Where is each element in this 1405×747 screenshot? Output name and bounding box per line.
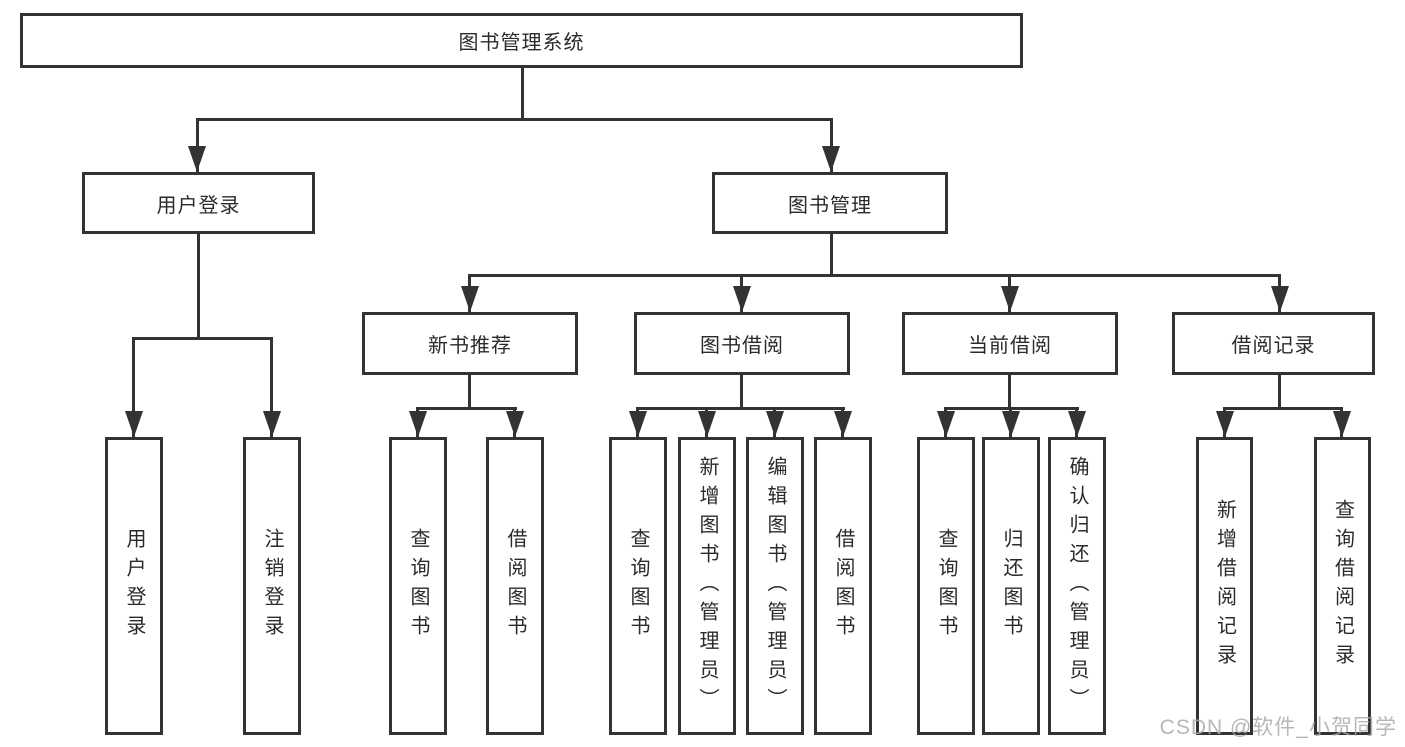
connector-book-borrow-stem (740, 375, 743, 407)
connector-borrow-record-rail (1223, 407, 1342, 410)
connector-user-login-rail (132, 337, 273, 340)
leaf-newrec-borrow-books-label: 借阅图书 (504, 528, 526, 644)
connector-drop-leaf (132, 337, 135, 437)
node-book-borrow: 图书借阅 (634, 312, 850, 375)
node-current-borrow: 当前借阅 (902, 312, 1118, 375)
connector-new-book-rec-rail (416, 407, 517, 410)
connector-new-book-rec-stem (468, 375, 471, 407)
node-book-borrow-label: 图书借阅 (700, 335, 784, 357)
connector-user-login-stem (197, 234, 200, 337)
node-borrow-record-label: 借阅记录 (1231, 335, 1316, 357)
leaf-current-return-books-label: 归还图书 (1000, 528, 1022, 644)
arrow-down-icon (263, 411, 281, 437)
node-borrow-record: 借阅记录 (1172, 312, 1375, 375)
arrow-down-icon (1002, 411, 1020, 437)
arrow-down-icon (506, 411, 524, 437)
arrow-down-icon (1333, 411, 1351, 437)
arrow-down-icon (409, 411, 427, 437)
leaf-current-query-books: 查询图书 (917, 437, 975, 735)
arrow-down-icon (1271, 286, 1289, 312)
connector-root-stem (521, 68, 524, 118)
node-new-book-rec: 新书推荐 (362, 312, 578, 375)
leaf-newrec-borrow-books: 借阅图书 (486, 437, 544, 735)
leaf-record-query-record: 查询借阅记录 (1314, 437, 1371, 735)
node-book-mgmt: 图书管理 (712, 172, 948, 234)
arrow-down-icon (822, 146, 840, 172)
node-book-mgmt-label: 图书管理 (788, 194, 872, 217)
arrow-down-icon (188, 146, 206, 172)
connector-drop-user-login (196, 118, 199, 172)
leaf-record-query-record-label: 查询借阅记录 (1331, 499, 1354, 673)
connector-drop-book-mgmt (830, 118, 833, 172)
leaf-borrow-query-books-label: 查询图书 (627, 528, 649, 644)
leaf-user-login: 用户登录 (105, 437, 163, 735)
leaf-record-add-record: 新增借阅记录 (1196, 437, 1253, 735)
leaf-borrow-query-books: 查询图书 (609, 437, 667, 735)
arrow-down-icon (1216, 411, 1234, 437)
node-user-login-label: 用户登录 (156, 194, 241, 217)
arrow-down-icon (733, 286, 751, 312)
connector-current-borrow-stem (1008, 375, 1011, 407)
leaf-current-return-books: 归还图书 (982, 437, 1040, 735)
leaf-record-add-record-label: 新增借阅记录 (1213, 499, 1236, 673)
leaf-logout-label: 注销登录 (261, 528, 283, 644)
connector-book-mgmt-stem (830, 234, 833, 274)
connector-drop-leaf (270, 337, 273, 437)
leaf-borrow-add-books-admin-label: 新增图书（管理员） (696, 455, 718, 717)
connector-book-borrow-rail (636, 407, 845, 410)
leaf-borrow-borrow-books-label: 借阅图书 (832, 528, 854, 644)
node-root-label: 图书管理系统 (458, 32, 585, 54)
arrow-down-icon (629, 411, 647, 437)
arrow-down-icon (125, 411, 143, 437)
node-root: 图书管理系统 (20, 13, 1023, 68)
connector-level3-rail (468, 274, 1281, 277)
leaf-borrow-edit-books-admin-label: 编辑图书（管理员） (764, 455, 786, 717)
leaf-current-query-books-label: 查询图书 (935, 528, 957, 644)
arrow-down-icon (1068, 411, 1086, 437)
connector-borrow-record-stem (1278, 375, 1281, 407)
arrow-down-icon (834, 411, 852, 437)
arrow-down-icon (1001, 286, 1019, 312)
leaf-current-confirm-return-admin-label: 确认归还（管理员） (1066, 455, 1088, 717)
leaf-borrow-edit-books-admin: 编辑图书（管理员） (746, 437, 804, 735)
leaf-newrec-query-books-label: 查询图书 (407, 528, 429, 644)
arrow-down-icon (766, 411, 784, 437)
leaf-borrow-add-books-admin: 新增图书（管理员） (678, 437, 736, 735)
node-current-borrow-label: 当前借阅 (968, 335, 1052, 357)
arrow-down-icon (461, 286, 479, 312)
arrow-down-icon (937, 411, 955, 437)
leaf-newrec-query-books: 查询图书 (389, 437, 447, 735)
leaf-user-login-label: 用户登录 (123, 528, 145, 644)
csdn-watermark: CSDN @软件_小贺同学 (1159, 716, 1397, 739)
leaf-borrow-borrow-books: 借阅图书 (814, 437, 872, 735)
node-user-login: 用户登录 (82, 172, 315, 234)
arrow-down-icon (698, 411, 716, 437)
leaf-current-confirm-return-admin: 确认归还（管理员） (1048, 437, 1106, 735)
node-new-book-rec-label: 新书推荐 (428, 335, 512, 357)
connector-level2-rail (196, 118, 833, 121)
leaf-logout: 注销登录 (243, 437, 301, 735)
